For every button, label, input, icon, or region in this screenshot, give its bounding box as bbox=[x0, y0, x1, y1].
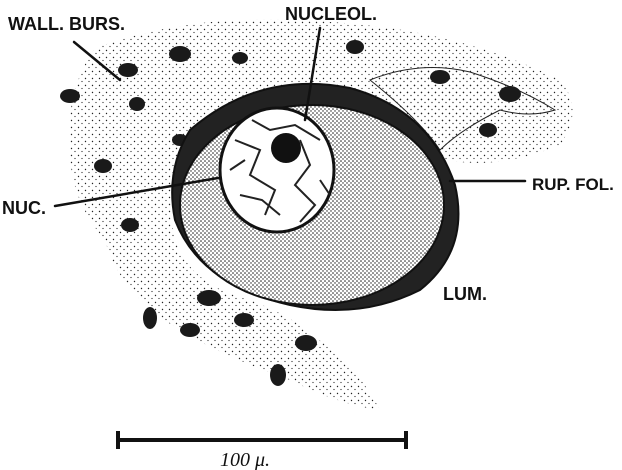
label-nuc: NUC. bbox=[2, 198, 46, 218]
label-rup-fol: RUP. FOL. bbox=[532, 175, 614, 194]
scale-bar bbox=[118, 431, 406, 449]
scale-bar-label: 100 μ. bbox=[220, 449, 270, 470]
nucleolus bbox=[271, 133, 301, 163]
label-nucleol: NUCLEOL. bbox=[285, 4, 377, 24]
label-wall-burs: WALL. BURS. bbox=[8, 14, 125, 34]
label-lum: LUM. bbox=[443, 284, 487, 304]
